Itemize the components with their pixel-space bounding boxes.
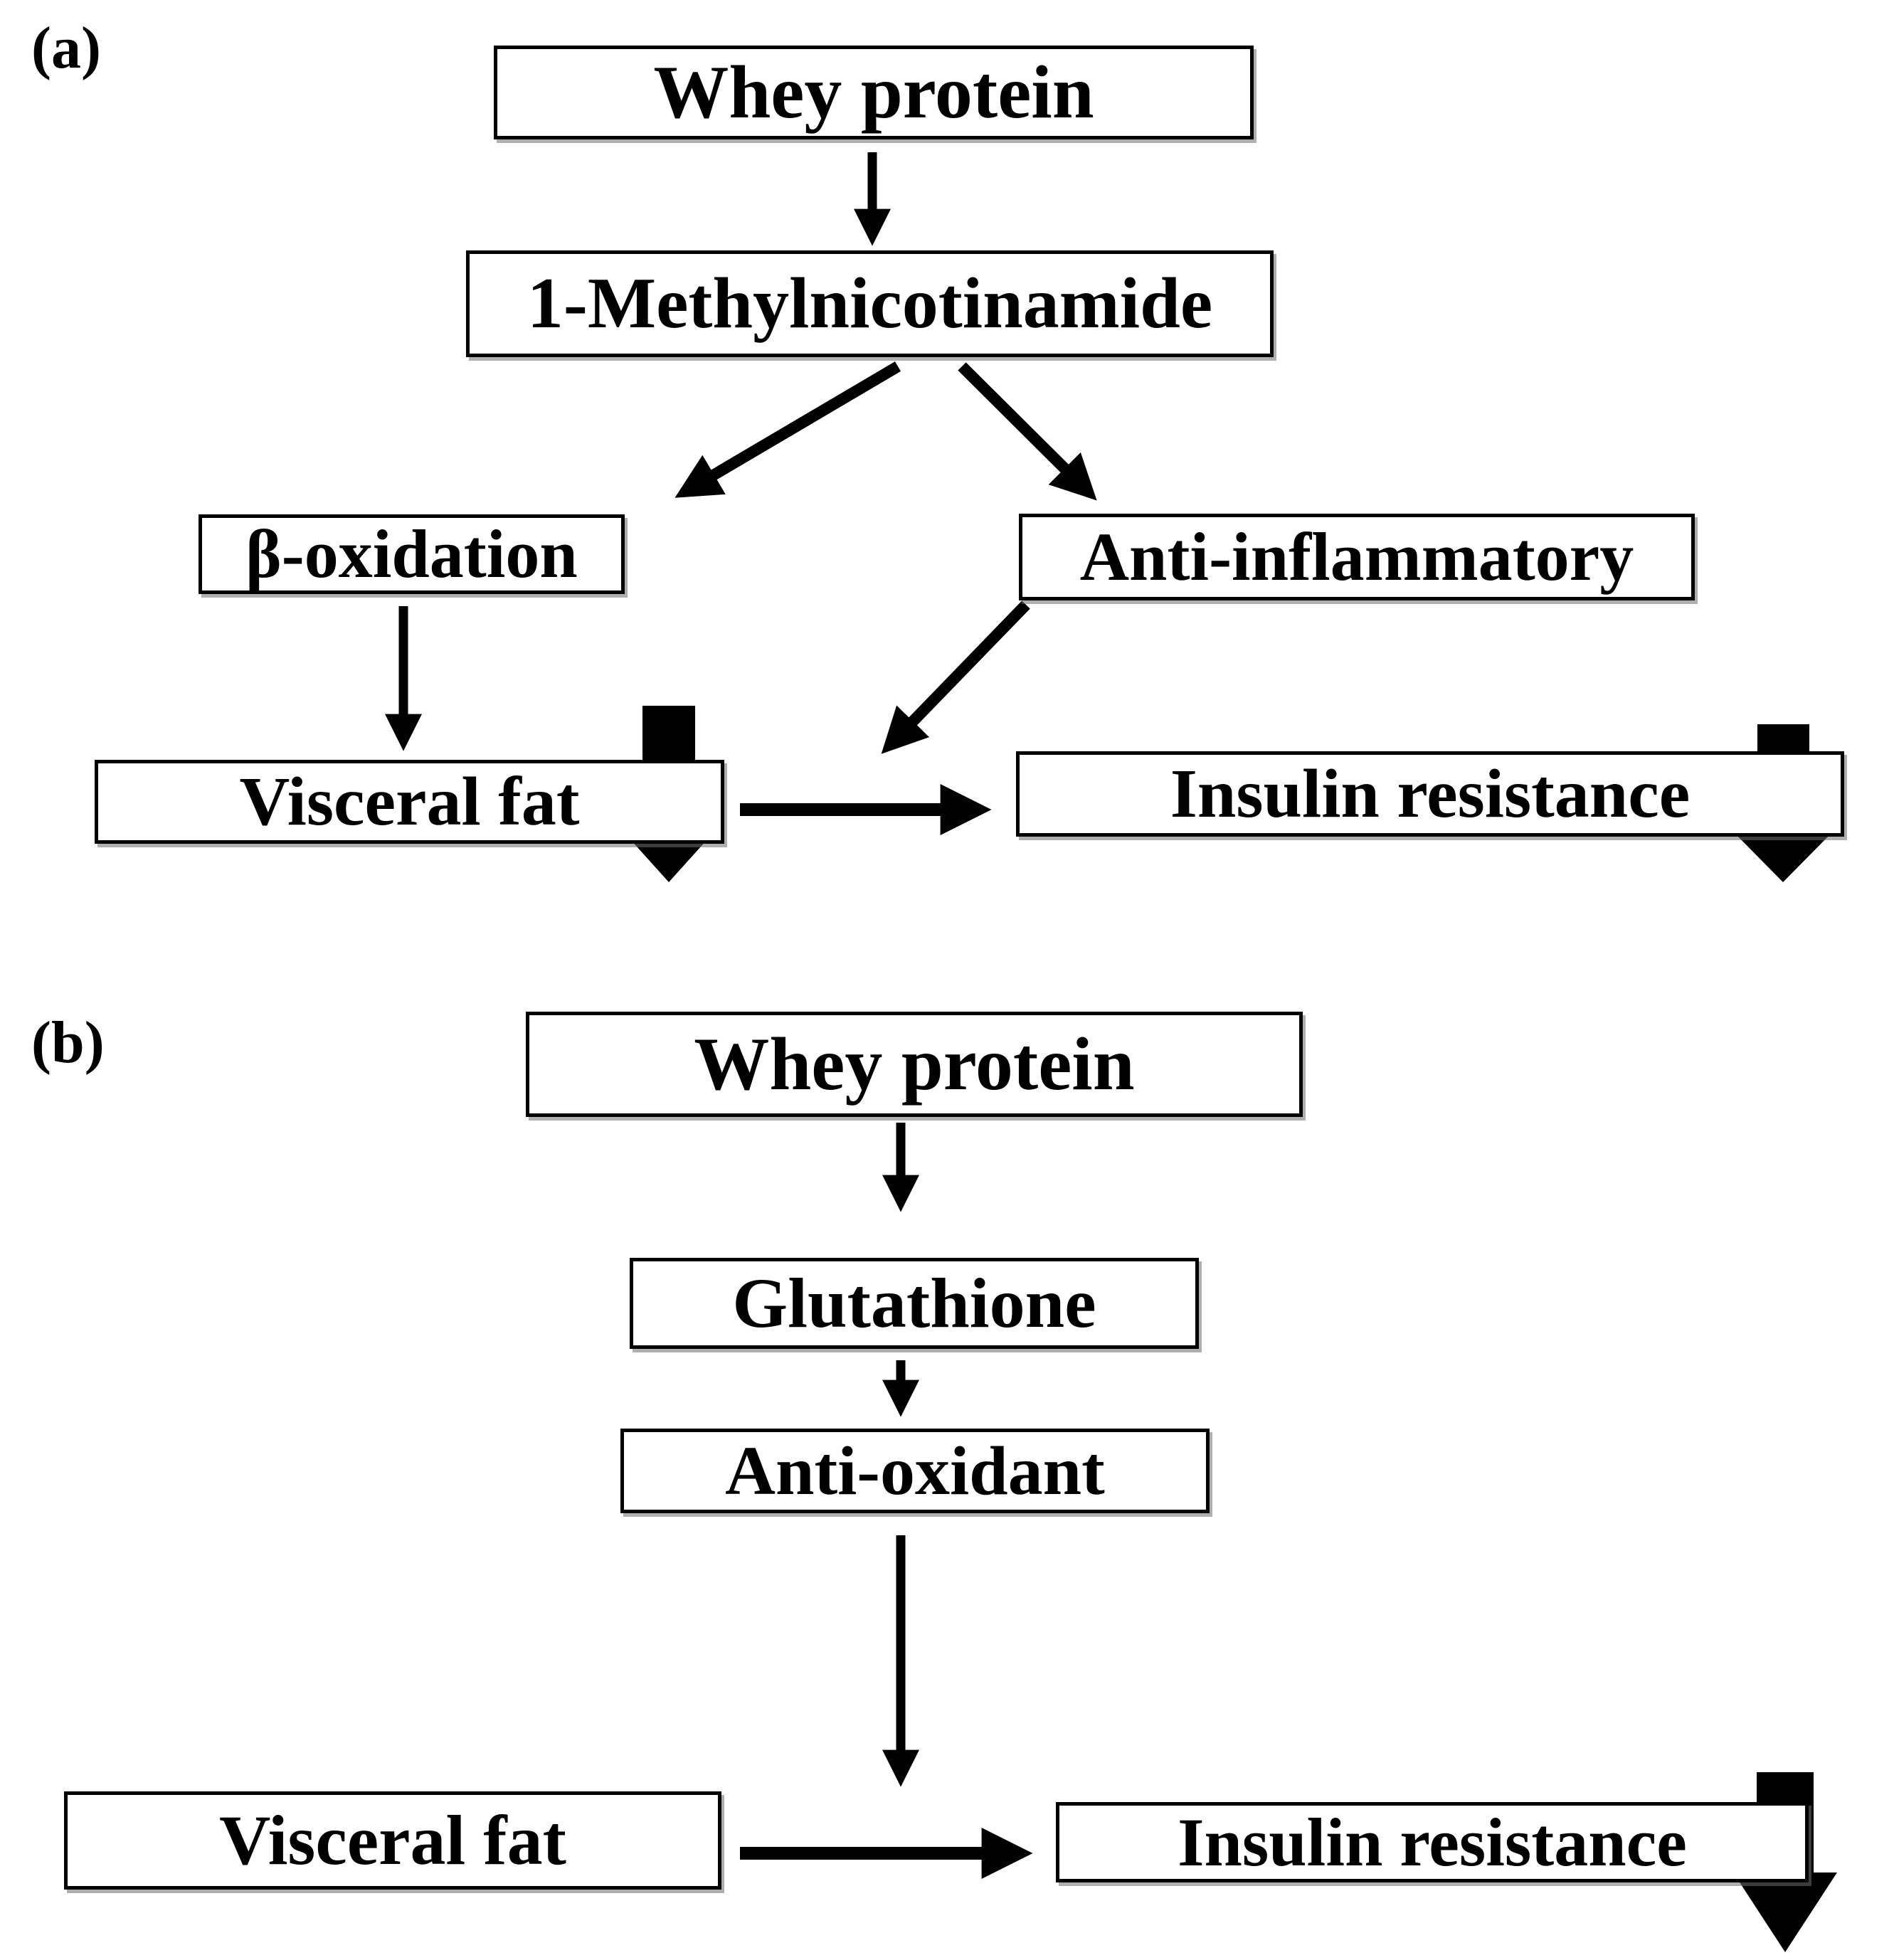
node-b-insulin-resistance: Insulin resistance [1056, 1802, 1809, 1882]
node-a-insulin-resistance: Insulin resistance [1016, 751, 1844, 837]
node-a-methylnicotinamide: 1-Methylnicotinamide [466, 250, 1274, 357]
arrow-a-methylnicotinamide-to-beta-oxidation [674, 361, 901, 498]
node-b-whey-protein: Whey protein [526, 1012, 1303, 1117]
panel-b-label: (b) [31, 1010, 105, 1076]
node-a-anti-inflammatory: Anti-inflammatory [1019, 514, 1695, 600]
arrow-a-anti-inflammatory-to-link [881, 600, 1030, 754]
panel-a-label: (a) [31, 15, 101, 81]
node-b-visceral-fat: Visceral fat [64, 1791, 721, 1890]
arrow-a-methylnicotinamide-to-anti-inflammatory [958, 362, 1097, 501]
node-a-beta-oxidation: β-oxidation [199, 514, 625, 594]
node-b-glutathione: Glutathione [630, 1258, 1199, 1349]
node-b-anti-oxidant: Anti-oxidant [620, 1429, 1210, 1513]
node-a-whey-protein: Whey protein [494, 46, 1254, 139]
node-a-visceral-fat: Visceral fat [95, 760, 724, 844]
